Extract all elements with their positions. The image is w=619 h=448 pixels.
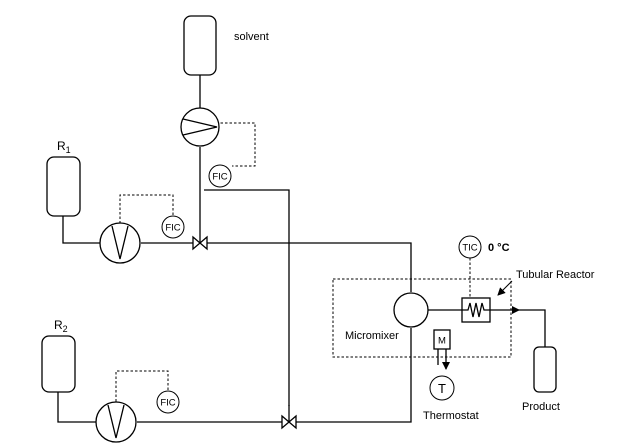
r2-valve-to-micromixer-line — [295, 328, 412, 423]
temperature-setpoint-label: 0 °C — [488, 242, 510, 254]
r1-pump — [99, 222, 141, 264]
r2-label-main: R — [54, 318, 63, 332]
solvent-tank — [183, 15, 217, 76]
solvent-flow-control-signal — [216, 122, 256, 167]
r1-flow-control-signal — [119, 194, 174, 228]
tubular-reactor-label: Tubular Reactor — [516, 269, 595, 281]
temperature-controller: TIC — [458, 235, 482, 259]
solvent-branch-to-r2-mixer-line — [204, 189, 290, 406]
r2-label-sub: 2 — [63, 324, 68, 334]
r2-fic-label: FIC — [160, 398, 175, 409]
thermostat: T — [429, 375, 455, 401]
r1-control-valve — [192, 235, 208, 251]
process-lines — [57, 75, 546, 423]
temperature-controlled-zone — [332, 278, 512, 358]
r2-flow-controller: FIC — [156, 390, 180, 414]
thermostat-symbol: T — [438, 381, 446, 396]
solvent-fic-label: FIC — [212, 172, 227, 183]
r1-fic-label: FIC — [165, 223, 180, 234]
r2-outlet-line — [57, 392, 96, 423]
r2-label: R2 — [54, 318, 68, 334]
solvent-pump — [180, 107, 220, 147]
r1-label-sub: 1 — [66, 145, 71, 155]
solvent-label: solvent — [234, 31, 269, 43]
r1-valve-to-micromixer-line — [206, 242, 412, 292]
solvent-flow-controller: FIC — [208, 164, 232, 188]
tubular-reactor — [461, 297, 491, 323]
r2-control-valve — [281, 405, 297, 430]
r1-outlet-line — [62, 216, 100, 244]
heater: M — [433, 329, 451, 370]
thermostat-label: Thermostat — [423, 410, 479, 422]
r1-flow-controller: FIC — [161, 215, 185, 239]
r1-tank — [46, 156, 81, 217]
signal-lines — [115, 122, 471, 406]
r1-label-main: R — [57, 139, 66, 153]
micromixer — [393, 292, 429, 328]
r2-pump — [95, 401, 137, 443]
r1-label: R1 — [57, 139, 71, 155]
micromixer-label: Micromixer — [345, 330, 399, 342]
r2-flow-control-signal — [115, 370, 169, 406]
r2-tank — [41, 335, 76, 393]
product-label: Product — [522, 401, 560, 413]
tic-label: TIC — [462, 243, 477, 254]
heater-symbol: M — [438, 336, 446, 347]
reactor-to-product-line — [519, 309, 546, 347]
product-tank — [533, 346, 557, 393]
tubular-reactor-pointer — [497, 280, 513, 296]
